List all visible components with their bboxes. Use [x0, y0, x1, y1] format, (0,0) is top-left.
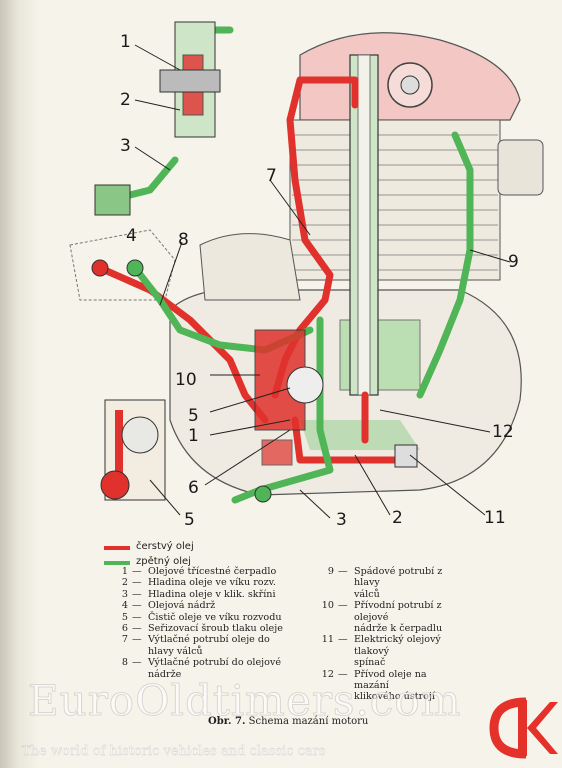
legend-fresh-label: čerstvý olej: [136, 541, 194, 552]
parts-item-description: hlavy válců: [148, 645, 203, 657]
parts-item-dash: —: [132, 588, 142, 600]
parts-item-number: 9: [327, 566, 334, 577]
parts-item-dash: —: [132, 566, 142, 577]
parts-item: 7 — Výtlačné potrubí oleje do: [104, 634, 294, 645]
callout-9: 9: [508, 252, 519, 272]
parts-item-dash: [338, 657, 354, 668]
callout-2-bottom: 2: [392, 508, 403, 528]
parts-item-description: Čistič oleje ve víku rozvodu: [148, 611, 282, 623]
callout-12: 12: [492, 422, 514, 442]
parts-item-dash: —: [132, 600, 142, 612]
parts-item-dash: —: [132, 623, 142, 635]
callout-3-bottom: 3: [336, 510, 347, 530]
callout-8: 8: [178, 230, 189, 250]
parts-item-number: 7: [121, 634, 128, 646]
rk-logo: [489, 697, 558, 759]
parts-item-description: válců: [354, 588, 380, 600]
parts-item-description: Výtlačné potrubí oleje do: [148, 634, 270, 646]
parts-item-dash: —: [132, 634, 142, 646]
parts-item: 3 — Hladina oleje v klik. skříni: [104, 589, 294, 600]
parts-item-number: [310, 623, 338, 634]
parts-item-number: 12: [321, 668, 334, 680]
parts-item-number: 3: [121, 588, 128, 600]
callout-5-top: 5: [188, 406, 199, 426]
parts-item-description: Spádové potrubí z hlavy: [354, 566, 443, 589]
parts-item-dash: [338, 623, 354, 634]
parts-item-dash: —: [338, 634, 348, 646]
parts-item-description: klikového ústrojí: [354, 691, 436, 703]
parts-item-dash: [338, 589, 354, 600]
parts-item-dash: —: [338, 668, 348, 680]
callout-10: 10: [175, 370, 197, 390]
watermark-title: EuroOldtimers.com: [27, 676, 462, 726]
parts-item-description: Hladina oleje ve víku rozv.: [148, 577, 276, 589]
parts-item: 8 — Výtlačné potrubí do olejové: [104, 657, 294, 668]
parts-item-dash: —: [132, 577, 142, 589]
parts-item: 10 — Přívodní potrubí z olejové: [310, 600, 460, 623]
lubrication-diagram: [69, 21, 544, 519]
figure-caption: Obr. 7. Schema mazání motoru: [208, 716, 368, 727]
parts-item-description: Seřizovací šroub tlaku oleje: [148, 623, 283, 635]
parts-item-number: [310, 589, 338, 600]
parts-item-description: Přívod oleje na mazání: [354, 668, 427, 692]
callout-4: 4: [126, 226, 137, 246]
parts-item: 9 — Spádové potrubí z hlavy: [310, 566, 460, 589]
callout-11: 11: [484, 508, 506, 528]
parts-item: nádrže k čerpadlu: [310, 623, 460, 634]
caption-title: Schema mazání motoru: [248, 716, 369, 727]
watermark-subtitle: The world of historic vehicles and class…: [22, 744, 326, 759]
callout-1: 1: [120, 32, 131, 52]
parts-item-number: 10: [321, 600, 334, 612]
parts-item-description: Olejová nádrž: [148, 600, 216, 612]
parts-item-number: 4: [121, 600, 128, 612]
parts-item-number: 1: [121, 566, 128, 577]
parts-item: klikového ústrojí: [310, 691, 460, 702]
parts-item: 5 — Čistič oleje ve víku rozvodu: [104, 612, 294, 623]
parts-item-description: Olejové třícestné čerpadlo: [148, 566, 277, 577]
parts-item-description: spínač: [354, 657, 386, 669]
parts-item-dash: —: [338, 566, 348, 577]
parts-item: válců: [310, 589, 460, 600]
callout-5-bottom: 5: [184, 510, 195, 530]
parts-item-number: 11: [321, 634, 334, 646]
callout-2: 2: [120, 90, 131, 110]
parts-item: 1 — Olejové třícestné čerpadlo: [104, 566, 294, 577]
parts-item: 11 — Elektrický olejový tlakový: [310, 634, 460, 657]
parts-item: nádrže: [104, 669, 294, 680]
parts-item-description: nádrže: [148, 668, 182, 680]
parts-item-description: nádrže k čerpadlu: [354, 623, 443, 635]
parts-item: hlavy válců: [104, 646, 294, 657]
legend-fresh-swatch: [104, 546, 130, 550]
legend-return-swatch: [104, 561, 130, 565]
parts-item-description: Elektrický olejový tlakový: [354, 634, 441, 657]
legend-return-label: zpětný olej: [136, 556, 191, 567]
parts-list-left: 1 — Olejové třícestné čerpadlo 2 — Hladina ol…: [104, 566, 294, 680]
parts-item-dash: [132, 646, 148, 657]
parts-item-number: [310, 657, 338, 668]
parts-item-dash: —: [132, 657, 142, 669]
parts-item-number: 6: [121, 623, 128, 635]
parts-item-number: 2: [121, 577, 128, 589]
callout-6: 6: [188, 478, 199, 498]
parts-item-description: Přívodní potrubí z olejové: [354, 600, 442, 623]
parts-item: 2 — Hladina oleje ve víku rozv.: [104, 577, 294, 588]
parts-item-number: [104, 646, 132, 657]
parts-item-dash: —: [132, 611, 142, 623]
parts-item: spínač: [310, 657, 460, 668]
parts-item-dash: —: [338, 600, 348, 612]
callout-1-middle: 1: [188, 426, 199, 446]
parts-item-number: 8: [121, 657, 128, 669]
parts-item: 6 — Seřizovací šroub tlaku oleje: [104, 623, 294, 634]
callout-3: 3: [120, 136, 131, 156]
caption-figure-number: Obr. 7.: [208, 716, 246, 727]
callout-7: 7: [266, 166, 277, 186]
parts-item-number: 5: [121, 611, 128, 623]
parts-item-description: Hladina oleje v klik. skříni: [148, 588, 276, 600]
parts-item: 12 — Přívod oleje na mazání: [310, 669, 460, 692]
parts-item: 4 — Olejová nádrž: [104, 600, 294, 611]
parts-item-description: Výtlačné potrubí do olejové: [148, 657, 282, 669]
